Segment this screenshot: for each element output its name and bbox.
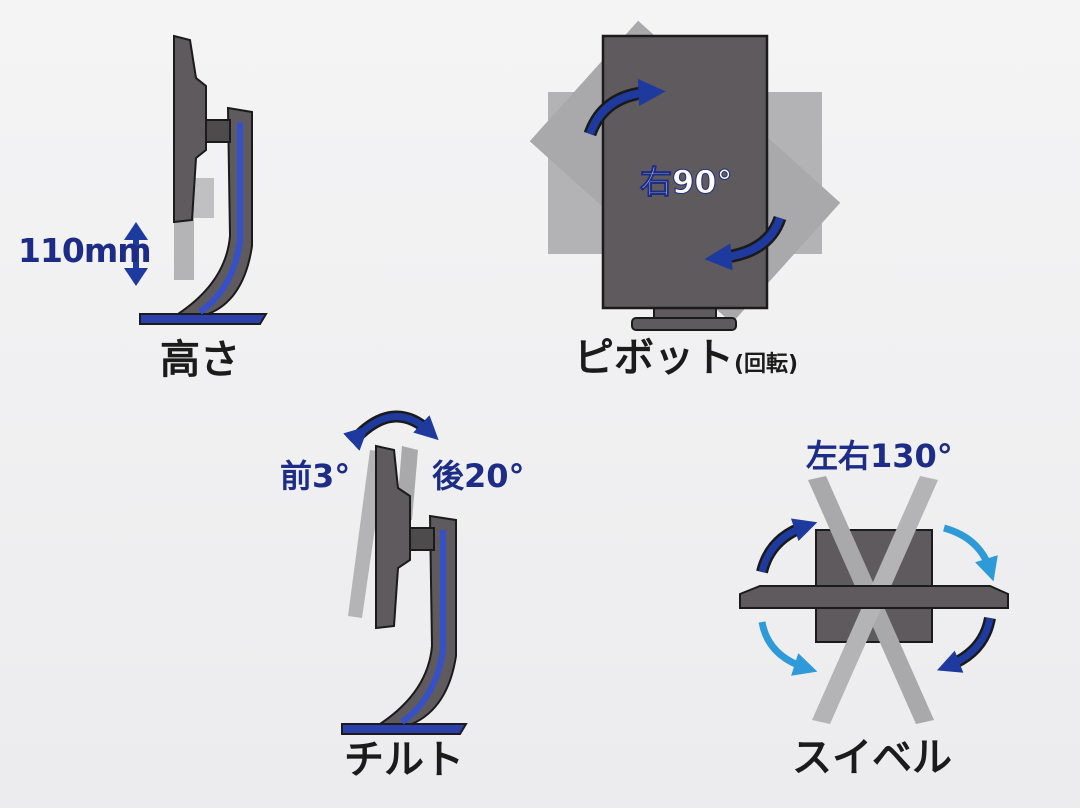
height-caption: 高さ	[160, 337, 240, 383]
height-illustration	[124, 34, 268, 325]
tilt-illustration	[341, 410, 468, 735]
pivot-illustration	[529, 20, 841, 331]
tilt-monitor	[375, 444, 411, 630]
height-arrow-down	[124, 268, 148, 286]
tilt-stand-stripe	[400, 530, 446, 725]
swivel-arrow-bottom-right	[936, 617, 994, 673]
tilt-back-value: 後20°	[432, 457, 525, 495]
swivel-arrow-bottom-left	[758, 621, 818, 676]
pivot-stand-foot	[631, 317, 737, 331]
swivel-arrow-top-right	[942, 524, 998, 582]
height-stand-base	[139, 313, 268, 325]
pivot-monitor	[601, 34, 769, 310]
tilt-hinge	[407, 527, 435, 551]
pivot-caption: ピボット	[574, 335, 734, 381]
tilt-caption: チルト	[344, 737, 464, 783]
swivel-arrow-top-left	[758, 518, 818, 573]
pivot-arrow-bottom	[704, 216, 784, 271]
height-stand-stripe	[198, 122, 243, 315]
swivel-caption: スイベル	[792, 735, 952, 781]
swivel-illustration	[739, 476, 1009, 724]
height-monitor	[173, 34, 207, 224]
pivot-value: 右90°	[640, 163, 734, 201]
height-value: 110mm	[18, 231, 152, 270]
tilt-forward-value: 前3°	[280, 457, 351, 495]
pivot-arrow-top	[586, 78, 666, 136]
tilt-stand-base	[341, 723, 468, 735]
pivot-caption-group: ピボット(回転)	[574, 338, 798, 378]
height-arrow-up	[124, 222, 148, 240]
height-ghost-hinge	[194, 178, 214, 218]
swivel-monitor	[739, 585, 1009, 609]
swivel-value: 左右130°	[806, 437, 953, 475]
tilt-arrow	[343, 413, 439, 451]
height-hinge	[205, 119, 231, 143]
pivot-caption-note: (回転)	[734, 352, 799, 377]
